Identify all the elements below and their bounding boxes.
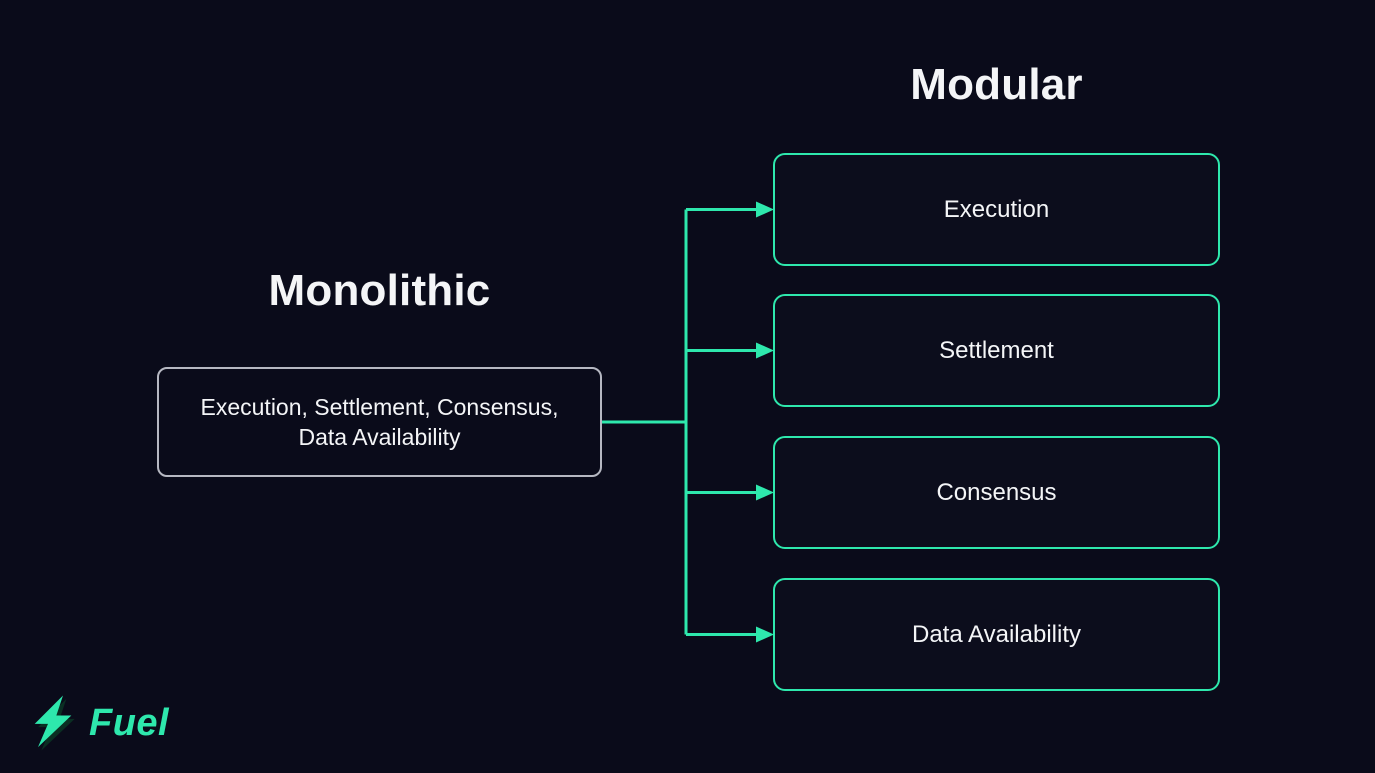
modular-box-data-availability: Data Availability [773,578,1220,691]
monolithic-box-line-2: Data Availability [298,424,461,450]
fuel-wordmark: Fuel [89,701,170,744]
modular-box-consensus-label: Consensus [936,478,1057,506]
arrowhead-settlement [756,342,774,359]
monolithic-title: Monolithic [268,266,491,315]
arrowhead-execution [756,201,774,218]
monolithic-box-line-1: Execution, Settlement, Consensus, [200,394,559,420]
modular-box-settlement: Settlement [773,294,1220,407]
modular-box-execution-label: Execution [943,195,1050,223]
lightning-bolt-icon [34,695,75,751]
modular-box-consensus: Consensus [773,436,1220,549]
modular-box-execution: Execution [773,153,1220,266]
monolithic-box: Execution, Settlement, Consensus, Data A… [157,367,602,477]
arrowhead-data-availability [756,626,774,643]
modular-title: Modular [910,60,1083,109]
modular-box-settlement-label: Settlement [939,336,1054,364]
arrowhead-consensus [756,484,774,501]
fuel-logo: Fuel [28,692,169,754]
modular-box-data-availability-label: Data Availability [912,620,1081,648]
